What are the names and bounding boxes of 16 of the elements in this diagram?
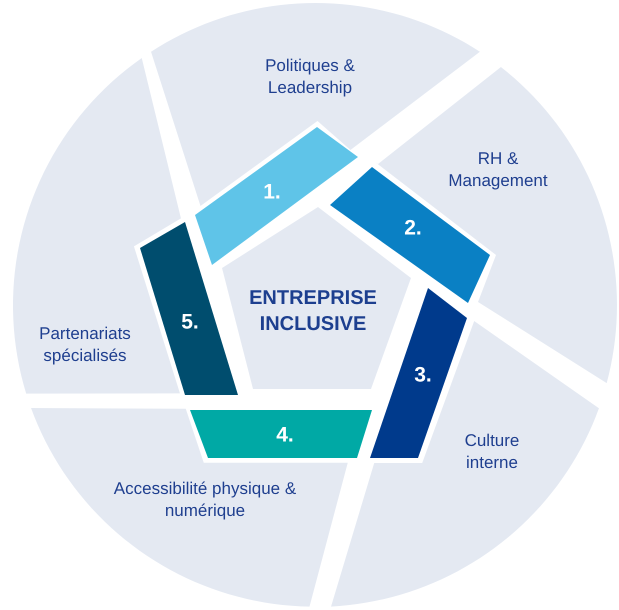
segment-number: 3. [413, 362, 433, 388]
sector-panel [31, 408, 348, 607]
sector-label: RH & Management [447, 148, 549, 192]
segment-number: 2. [403, 215, 423, 242]
segment-number: 1. [262, 179, 282, 206]
segment-number: 5. [180, 309, 200, 336]
sector-label: Culture interne [464, 430, 520, 474]
sector-label: Partenariats spécialisés [38, 322, 132, 367]
sector-label: Politiques & Leadership [264, 54, 356, 99]
center-title: ENTREPRISE INCLUSIVE [248, 286, 378, 337]
segment-panel [195, 127, 358, 265]
sector-panel [13, 58, 181, 394]
sector-label: Accessibilité physique & numérique [112, 478, 298, 522]
segment-panel [190, 410, 372, 458]
segment-panel [140, 222, 238, 395]
segment-number: 4. [275, 422, 295, 448]
